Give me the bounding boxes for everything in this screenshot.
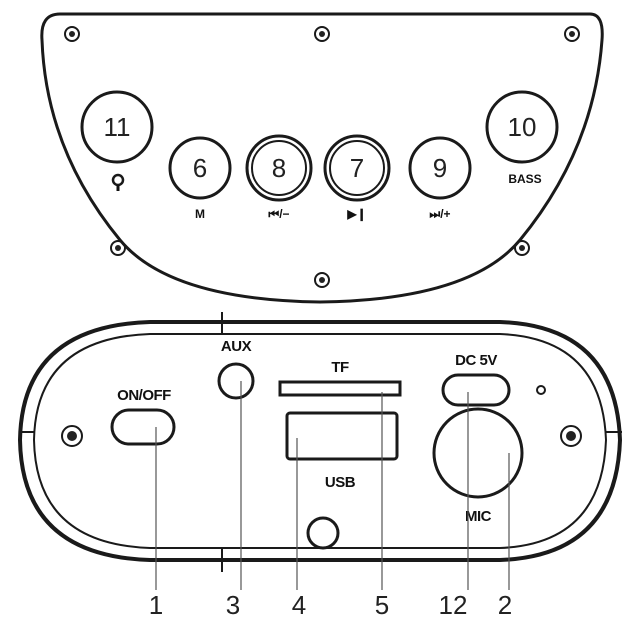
- button-6-number: 6: [193, 153, 207, 183]
- screw-icon: [64, 26, 80, 42]
- callout-5: 5: [375, 590, 389, 620]
- screw-icon: [514, 240, 530, 256]
- microphone-jack[interactable]: MIC: [432, 407, 524, 525]
- button-7-play-pause[interactable]: 7 ▶❙: [323, 134, 391, 222]
- button-6-mode[interactable]: 6 M: [168, 136, 232, 221]
- on-off-switch[interactable]: ON/OFF: [110, 387, 176, 446]
- callout-2: 2: [498, 590, 512, 620]
- callout-12: 12: [439, 590, 468, 620]
- top-control-panel: 11 6 M 8 ⏮/− 7 ▶❙ 9: [40, 12, 604, 304]
- screw-icon: [560, 425, 582, 447]
- on-off-label: ON/OFF: [117, 387, 171, 404]
- button-8-prev-volume-down[interactable]: 8 ⏮/−: [245, 134, 313, 221]
- usb-label: USB: [325, 474, 356, 491]
- callout-3: 3: [226, 590, 240, 620]
- small-round-button[interactable]: [306, 516, 340, 550]
- callout-4: 4: [292, 590, 306, 620]
- button-10-number: 10: [508, 112, 537, 142]
- usb-port[interactable]: USB: [285, 411, 399, 491]
- callout-leaders: [155, 381, 510, 590]
- button-9-label: ⏭/+: [429, 207, 450, 221]
- button-11-number: 11: [104, 112, 131, 142]
- callout-numbers: 1 3 4 5 12 2: [149, 590, 512, 620]
- screw-icon: [61, 425, 83, 447]
- screw-icon: [314, 26, 330, 42]
- lightbulb-icon: [111, 173, 125, 191]
- bottom-panel-outer-outline: [17, 320, 623, 562]
- tf-card-slot[interactable]: TF: [278, 359, 402, 397]
- dc-5v-port[interactable]: DC 5V: [441, 352, 511, 407]
- button-8-label: ⏮/−: [268, 207, 289, 221]
- indicator-led: [536, 385, 546, 395]
- aux-label: AUX: [221, 338, 252, 355]
- button-6-label: M: [195, 207, 205, 221]
- tf-label: TF: [331, 359, 349, 376]
- bottom-connector-panel: ON/OFF AUX TF USB DC 5V: [17, 312, 623, 572]
- button-11-light[interactable]: 11: [80, 90, 154, 191]
- button-10-label: BASS: [508, 172, 541, 186]
- mic-label: MIC: [465, 508, 492, 525]
- dc-5v-label: DC 5V: [455, 352, 497, 369]
- button-10-bass[interactable]: 10 BASS: [485, 90, 559, 186]
- screw-icon: [110, 240, 126, 256]
- screw-icon: [564, 26, 580, 42]
- aux-jack[interactable]: AUX: [217, 338, 255, 400]
- bottom-panel-inner-outline: [32, 333, 608, 549]
- top-panel-outline: [40, 12, 604, 304]
- button-7-label: ▶❙: [346, 207, 366, 222]
- button-9-number: 9: [433, 153, 447, 183]
- button-9-next-volume-up[interactable]: 9 ⏭/+: [408, 136, 472, 221]
- button-8-number: 8: [272, 153, 286, 183]
- button-7-number: 7: [350, 153, 364, 183]
- screw-icon: [314, 272, 330, 288]
- callout-1: 1: [149, 590, 163, 620]
